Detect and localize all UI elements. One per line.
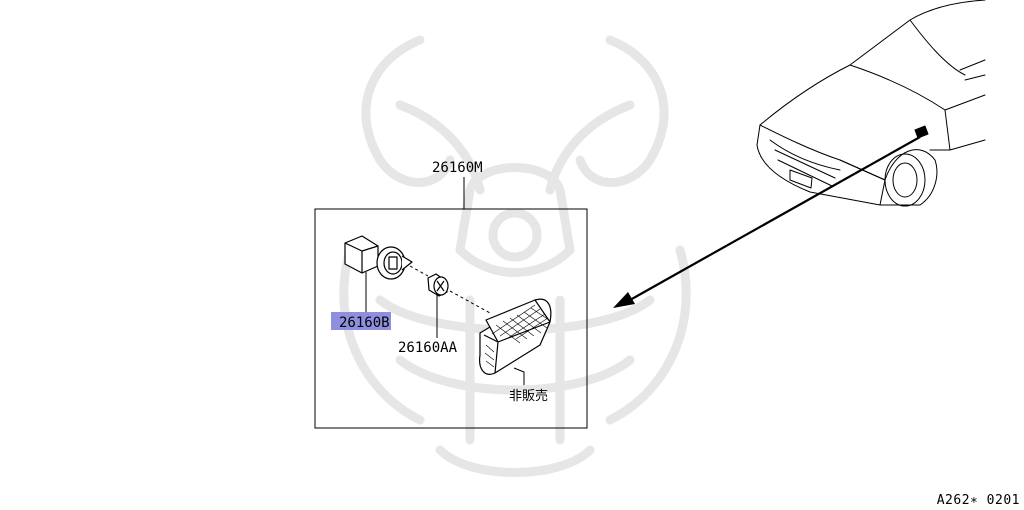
label-26160M: 26160M — [432, 160, 483, 176]
label-not-for-sale: 非販売 — [509, 388, 548, 404]
lens-hatching — [484, 304, 550, 368]
lens-part — [479, 298, 552, 375]
socket-part — [344, 235, 413, 280]
car-illustration — [756, 0, 986, 207]
parts-box — [314, 208, 588, 429]
highlight-26160B — [331, 312, 391, 330]
label-26160B[interactable]: 26160B — [339, 315, 390, 331]
dash-socket-bulb — [409, 265, 429, 277]
bulb-part — [427, 273, 449, 297]
dash-bulb-lens — [449, 290, 491, 314]
leader-not-for-sale — [513, 367, 525, 385]
pointer-arrow-head — [613, 292, 635, 308]
pointer-arrow-line — [629, 136, 921, 301]
diagram-code: A262∗ 0201 — [936, 493, 1020, 508]
label-26160AA: 26160AA — [398, 340, 458, 356]
watermark-emblem — [339, 35, 691, 477]
